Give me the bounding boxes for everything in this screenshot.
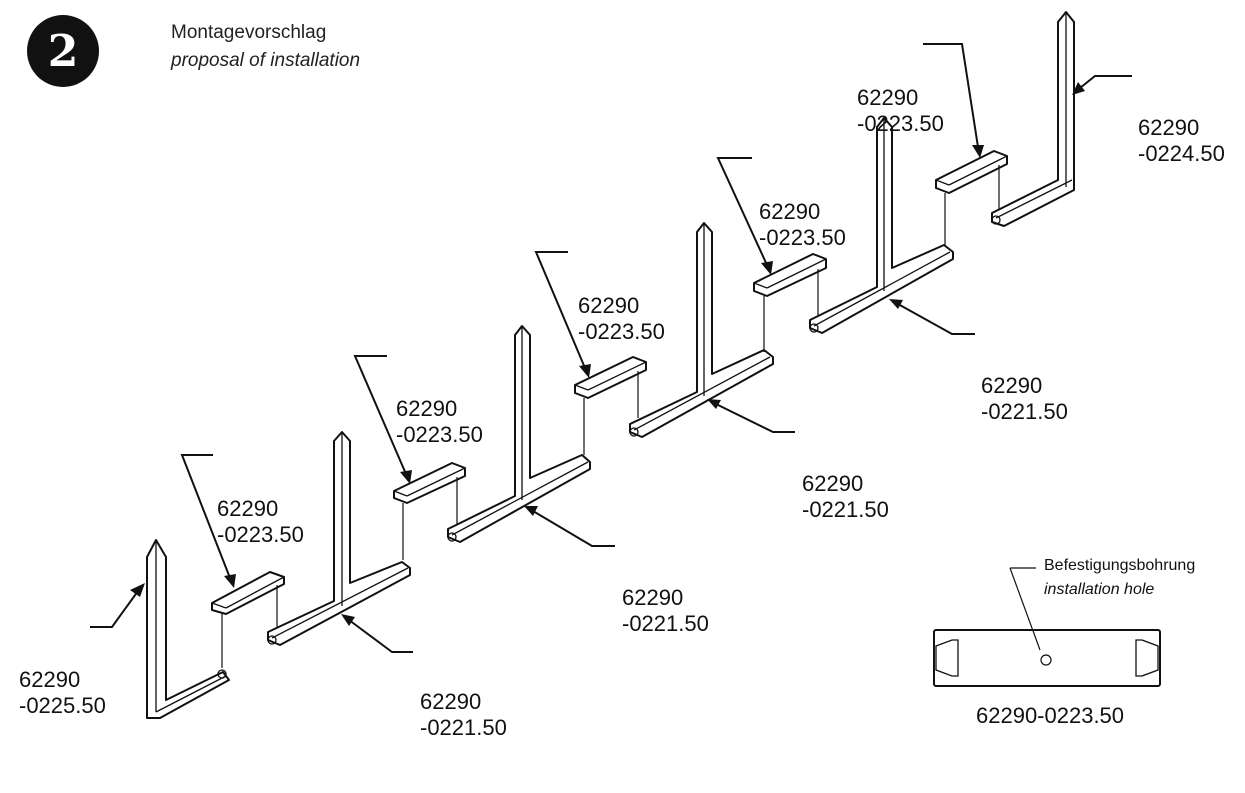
- leader-lines: [90, 43, 1132, 653]
- right-end-piece: [991, 11, 1075, 227]
- bridge-piece-5: [935, 150, 1008, 246]
- label-bridge-4: 62290-0223.50: [759, 199, 846, 250]
- label-left-end: 62290-0225.50: [19, 667, 106, 718]
- label-bridge-3: 62290-0223.50: [578, 293, 665, 344]
- bridge-piece-4: [753, 253, 827, 352]
- installation-diagram: 2 Montagevorschlag proposal of installat…: [19, 11, 1225, 740]
- bridge-piece-2: [393, 462, 466, 560]
- left-end-piece: [146, 539, 230, 719]
- detail-part-caption: 62290-0223.50: [976, 703, 1125, 728]
- installation-hole-label-german: Befestigungsbohrung: [1044, 557, 1196, 574]
- tee-piece-3: [629, 222, 774, 438]
- label-right-end: 62290-0224.50: [1138, 115, 1225, 166]
- label-bridge-2: 62290-0223.50: [396, 396, 483, 447]
- detail-view: [933, 567, 1161, 687]
- label-tee-1: 62290-0221.50: [420, 689, 507, 740]
- tee-piece-4: [809, 117, 954, 334]
- label-tee-2: 62290-0221.50: [622, 585, 709, 636]
- bridge-piece-1: [211, 571, 285, 668]
- step-number-badge: 2: [27, 15, 99, 87]
- label-bridge-5: 62290-0223.50: [857, 85, 944, 136]
- title-german: Montagevorschlag: [171, 22, 327, 43]
- assembly-drawing: [90, 11, 1161, 719]
- label-tee-3: 62290-0221.50: [802, 471, 889, 522]
- label-bridge-1: 62290-0223.50: [217, 496, 304, 547]
- title-english: proposal of installation: [171, 50, 361, 71]
- tee-piece-1: [267, 431, 411, 646]
- label-tee-4: 62290-0221.50: [981, 373, 1068, 424]
- installation-hole-label-english: installation hole: [1044, 581, 1155, 598]
- tee-piece-2: [447, 325, 591, 543]
- bridge-piece-3: [574, 356, 647, 455]
